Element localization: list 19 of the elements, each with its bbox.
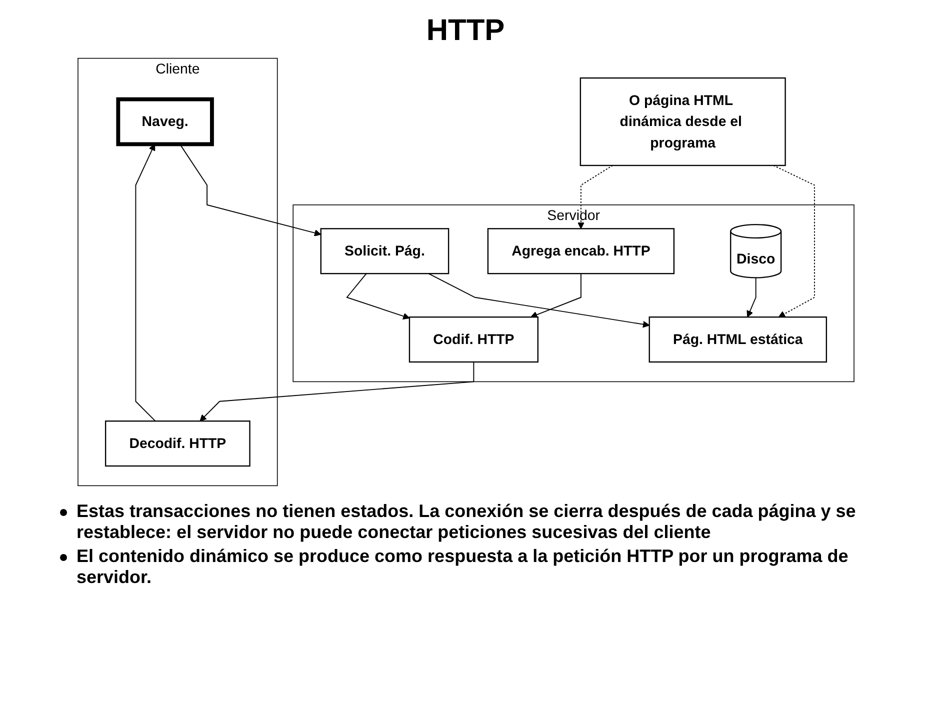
- title: HTTP: [426, 14, 505, 48]
- node-box: Agrega encab. HTTP: [486, 228, 674, 274]
- arrow: [530, 273, 581, 318]
- node-box: Decodif. HTTP: [104, 420, 250, 467]
- arrow: [746, 277, 756, 318]
- node-box: Pág. HTML estática: [648, 316, 827, 363]
- node-box: Naveg.: [116, 97, 214, 146]
- arrow: [134, 144, 156, 422]
- arrow: [199, 362, 474, 422]
- arrow: [576, 165, 613, 229]
- bullet-note: El contenido dinámico se produce como respuesta a la petición HTTP por un programa de servidor.: [76, 546, 850, 588]
- arrow: [772, 165, 814, 318]
- arrow: [428, 273, 650, 328]
- arrow: [346, 273, 410, 320]
- node-box: Codif. HTTP: [408, 316, 538, 363]
- node-box: O página HTML dinámica desde el programa: [579, 77, 786, 166]
- node-box: Solicit. Pág.: [320, 228, 449, 274]
- bullet-note: Estas transacciones no tienen estados. La conexión se cierra después de cada página y se restablece: el servidor no puede conectar peticiones sucesivas del cliente: [76, 501, 857, 543]
- arrow: [178, 144, 321, 236]
